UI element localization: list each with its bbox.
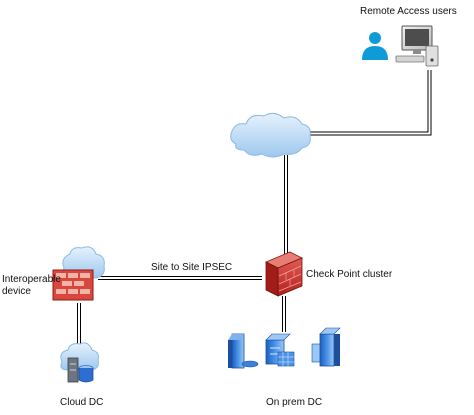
connections xyxy=(77,70,432,346)
link-cloud-to-remote-users xyxy=(308,70,432,136)
link-device-to-cloud-dc xyxy=(77,303,81,346)
label-remote-access-users: Remote Access users xyxy=(360,6,457,17)
label-on-prem-dc: On prem DC xyxy=(266,397,323,408)
server-icon xyxy=(228,333,259,369)
label-site-to-site-ipsec: Site to Site IPSEC xyxy=(151,262,233,273)
cloud-icon xyxy=(230,112,311,158)
link-site-to-site-ipsec xyxy=(98,276,262,280)
desktop-computer-icon xyxy=(395,25,439,67)
cloud-firewall-icon xyxy=(52,246,105,301)
firewall-icon xyxy=(265,251,303,297)
on-prem-servers xyxy=(228,327,341,369)
link-cluster-to-cloud xyxy=(284,155,288,256)
person-icon xyxy=(362,32,388,60)
server-icon xyxy=(311,327,341,367)
label-interoperable-device: Interoperable device xyxy=(2,274,61,297)
cloud-server-icon xyxy=(60,342,99,383)
label-cloud-dc: Cloud DC xyxy=(60,397,104,408)
link-cluster-to-onprem xyxy=(282,296,286,332)
label-check-point-cluster: Check Point cluster xyxy=(306,269,393,280)
database-icon xyxy=(277,351,295,367)
